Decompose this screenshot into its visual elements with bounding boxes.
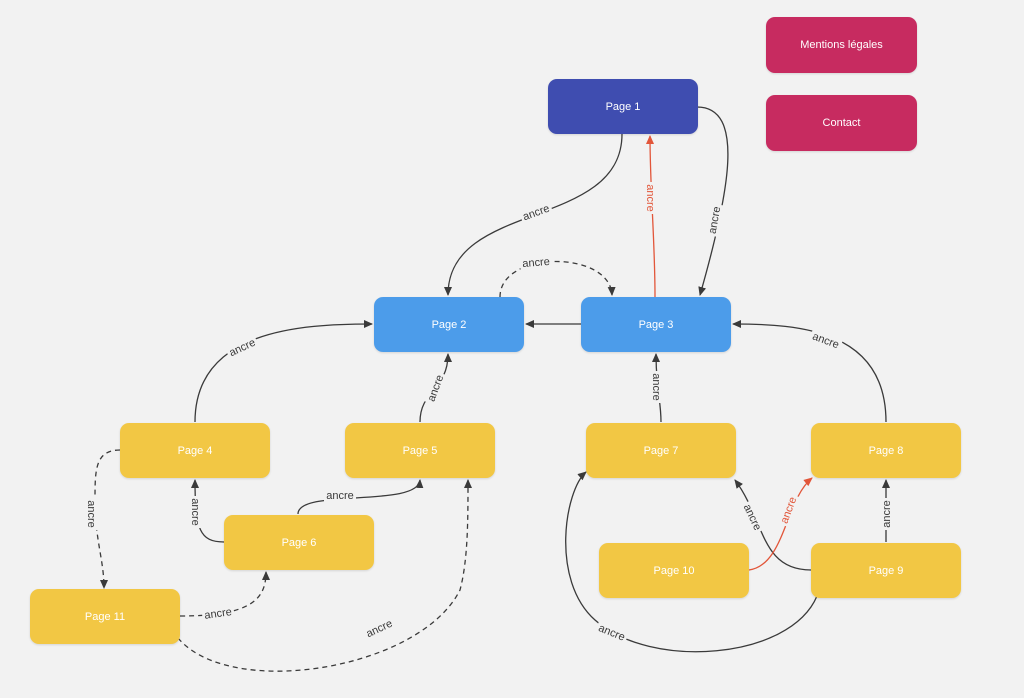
node-page7[interactable]: Page 7: [586, 423, 736, 478]
edge-page3-page1: [646, 135, 656, 298]
edge-label-page11-page5: ancre: [361, 614, 397, 642]
edge-page10-page8: [748, 477, 813, 571]
svg-text:ancre: ancre: [522, 256, 550, 270]
edge-label-page5-page2: ancre: [422, 370, 448, 406]
svg-text:ancre: ancre: [811, 331, 841, 352]
svg-text:ancre: ancre: [597, 622, 627, 643]
node-mentions-legales[interactable]: Mentions légales: [766, 17, 917, 73]
node-page3[interactable]: Page 3: [581, 297, 731, 352]
node-page2[interactable]: Page 2: [374, 297, 524, 352]
edge-page2-page3: [499, 260, 616, 298]
edge-label-page9-page8: ancre: [879, 498, 893, 530]
edge-label-page2-page3: ancre: [519, 253, 553, 271]
svg-text:ancre: ancre: [644, 184, 656, 212]
svg-text:ancre: ancre: [326, 490, 354, 502]
svg-text:ancre: ancre: [521, 203, 551, 224]
node-page8[interactable]: Page 8: [811, 423, 961, 478]
node-page9[interactable]: Page 9: [811, 543, 961, 598]
edge-label-page4-page11: ancre: [85, 498, 99, 530]
edge-label-page10-page8: ancre: [775, 492, 801, 528]
node-contact[interactable]: Contact: [766, 95, 917, 151]
node-page6[interactable]: Page 6: [224, 515, 374, 570]
node-page11[interactable]: Page 11: [30, 589, 180, 644]
svg-text:ancre: ancre: [650, 373, 662, 401]
edge-label-page9-page7-loop: ancre: [594, 619, 630, 645]
edge-page9-page7: [734, 479, 812, 571]
edge-label-page9-page7: ancre: [739, 499, 767, 535]
svg-text:ancre: ancre: [204, 606, 233, 622]
node-page4[interactable]: Page 4: [120, 423, 270, 478]
edge-label-page1-page3: ancre: [704, 203, 724, 237]
node-page1[interactable]: Page 1: [548, 79, 698, 134]
edge-label-page6-page4: ancre: [189, 496, 203, 528]
edge-label-page7-page3: ancre: [650, 371, 664, 403]
edge-label-page1-page2: ancre: [518, 199, 554, 225]
edge-page1-page3: [696, 106, 729, 296]
edge-label-page11-page6: ancre: [201, 603, 235, 623]
edge-label-page3-page1: ancre: [644, 182, 658, 214]
svg-text:ancre: ancre: [189, 498, 201, 526]
edge-page4-page2: [194, 320, 373, 423]
edge-label-page6-page5: ancre: [324, 488, 356, 502]
edge-page11-page5: [177, 479, 472, 672]
svg-text:ancre: ancre: [426, 373, 447, 403]
edge-page6-page4: [191, 479, 225, 543]
svg-text:ancre: ancre: [779, 495, 800, 525]
svg-text:ancre: ancre: [85, 500, 97, 528]
edge-page11-page6: [179, 571, 270, 617]
edge-page6-page5: [297, 479, 424, 515]
svg-text:ancre: ancre: [707, 206, 724, 235]
svg-text:ancre: ancre: [881, 500, 893, 528]
node-page5[interactable]: Page 5: [345, 423, 495, 478]
edge-label-page8-page3: ancre: [808, 327, 844, 353]
edge-label-page4-page2: ancre: [224, 333, 260, 361]
node-page10[interactable]: Page 10: [599, 543, 749, 598]
